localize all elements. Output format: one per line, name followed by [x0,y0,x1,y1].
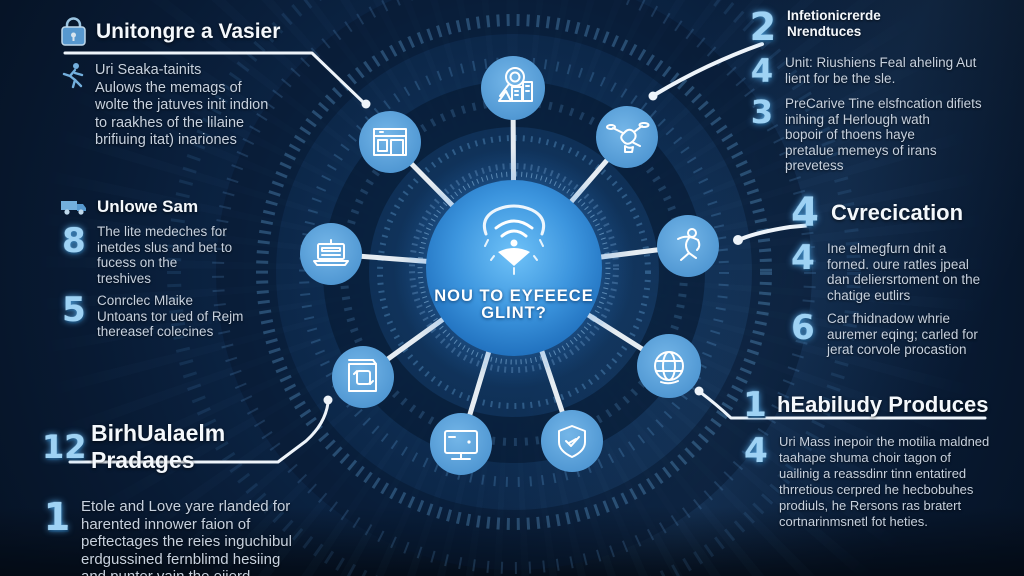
panel-bottom-left: 12 BirhUalaelm Pradages 1 Etole and Love… [42,420,310,576]
panel-top-left: Unitongre a Vasier Uri Seaka-tainits Aul… [60,17,318,150]
list-item-text: PreCarive Tine elsfncation difiets inihi… [785,96,982,173]
panel-number: 2 [749,5,777,49]
panel-top-right: 2 Infetionicrerde Nrendtuces 4 Unit: Riu… [748,8,1016,174]
list-item: Uri Seaka-tainits Aulows the memags of w… [60,62,318,150]
panel-number: 4 [791,190,819,236]
list-item-text: Unit: Riushiens Feal aheling Aut lient f… [785,55,977,86]
drone-icon [596,106,658,168]
panel-bottom-right: 1 hEabiludy Produces 4 Uri Mass inepoir … [742,388,1014,530]
list-item: 5 Conrclec Mlaike Untoans tor ued of Rej… [60,293,304,340]
list-item: 4 Uri Mass inepoir the motilia maldned t… [742,434,1014,530]
clipboard-transfer-icon [332,346,394,408]
list-item: 4 Ine elmegfurn dnit a forned. oure ratl… [788,241,1016,303]
dancer-figure-icon [657,215,719,277]
item-number: 4 [791,238,815,278]
list-item: 3 PreCarive Tine elsfncation difiets ini… [748,96,1016,174]
desktop-monitor-icon [430,413,492,475]
list-item-text: Uri Mass inepoir the motilia maldned taa… [779,434,990,529]
panel-right-middle: 4 Cvrecication 4 Ine elmegfurn dnit a fo… [788,193,1016,358]
hub-title-line1: Nou to Eyfeece [434,287,594,305]
list-item: 4 Unit: Riushiens Feal aheling Aut lient… [748,55,1016,87]
panel-title: BirhUalaelm Pradages [91,420,226,473]
globe-icon [637,334,701,398]
list-item: 8 The lite medeches for inetdes slus and… [60,224,304,286]
list-item-text: Uri Seaka-tainits Aulows the memags of w… [95,62,269,148]
list-item: 6 Car fhidnadow whrie auremer eqing; car… [788,311,1016,358]
panel-title: Cvrecication [831,200,964,225]
wifi-heart-pin-icon [482,204,546,275]
item-number: 8 [62,221,86,261]
list-item-text: Conrclec Mlaike Untoans tor ued of Rejm … [97,293,244,339]
item-number: 1 [43,495,71,539]
lock-icon [61,17,86,46]
truck-icon [61,201,86,215]
panel-title: hEabiludy Produces [777,392,989,417]
hub-label: Nou to Eyfeece Glint? [424,200,604,340]
list-item-text: The lite medeches for inetdes slus and b… [97,224,233,286]
shield-check-icon [541,410,603,472]
item-number: 5 [62,290,86,330]
list-item: 1 Etole and Love yare rlanded for harent… [42,498,310,576]
panel-left-middle: Unlowe Sam 8 The lite medeches for inetd… [60,197,304,340]
panel-number: 1 [743,385,767,425]
item-number: 3 [750,93,774,131]
runner-figure-icon [62,63,84,89]
item-number: 4 [750,52,774,90]
list-item-text: Car fhidnadow whrie auremer eqing; carle… [827,311,978,357]
laptop-icon [300,223,362,285]
magnifier-buildings-icon [481,56,545,120]
list-item-text: Ine elmegfurn dnit a forned. oure ratles… [827,241,981,303]
panel-number-icon: 12 [42,428,87,466]
item-number: 4 [744,431,768,471]
panel-title: Unitongre a Vasier [96,20,281,43]
list-item-text: Etole and Love yare rlanded for harented… [81,498,292,576]
panel-title: Infetionicrerde Nrendtuces [787,8,881,39]
panel-title: Unlowe Sam [97,197,199,216]
connector-lines [63,42,987,464]
hub-title-line2: Glint? [481,304,547,322]
storefront-window-icon [359,111,421,173]
item-number: 6 [791,308,815,348]
